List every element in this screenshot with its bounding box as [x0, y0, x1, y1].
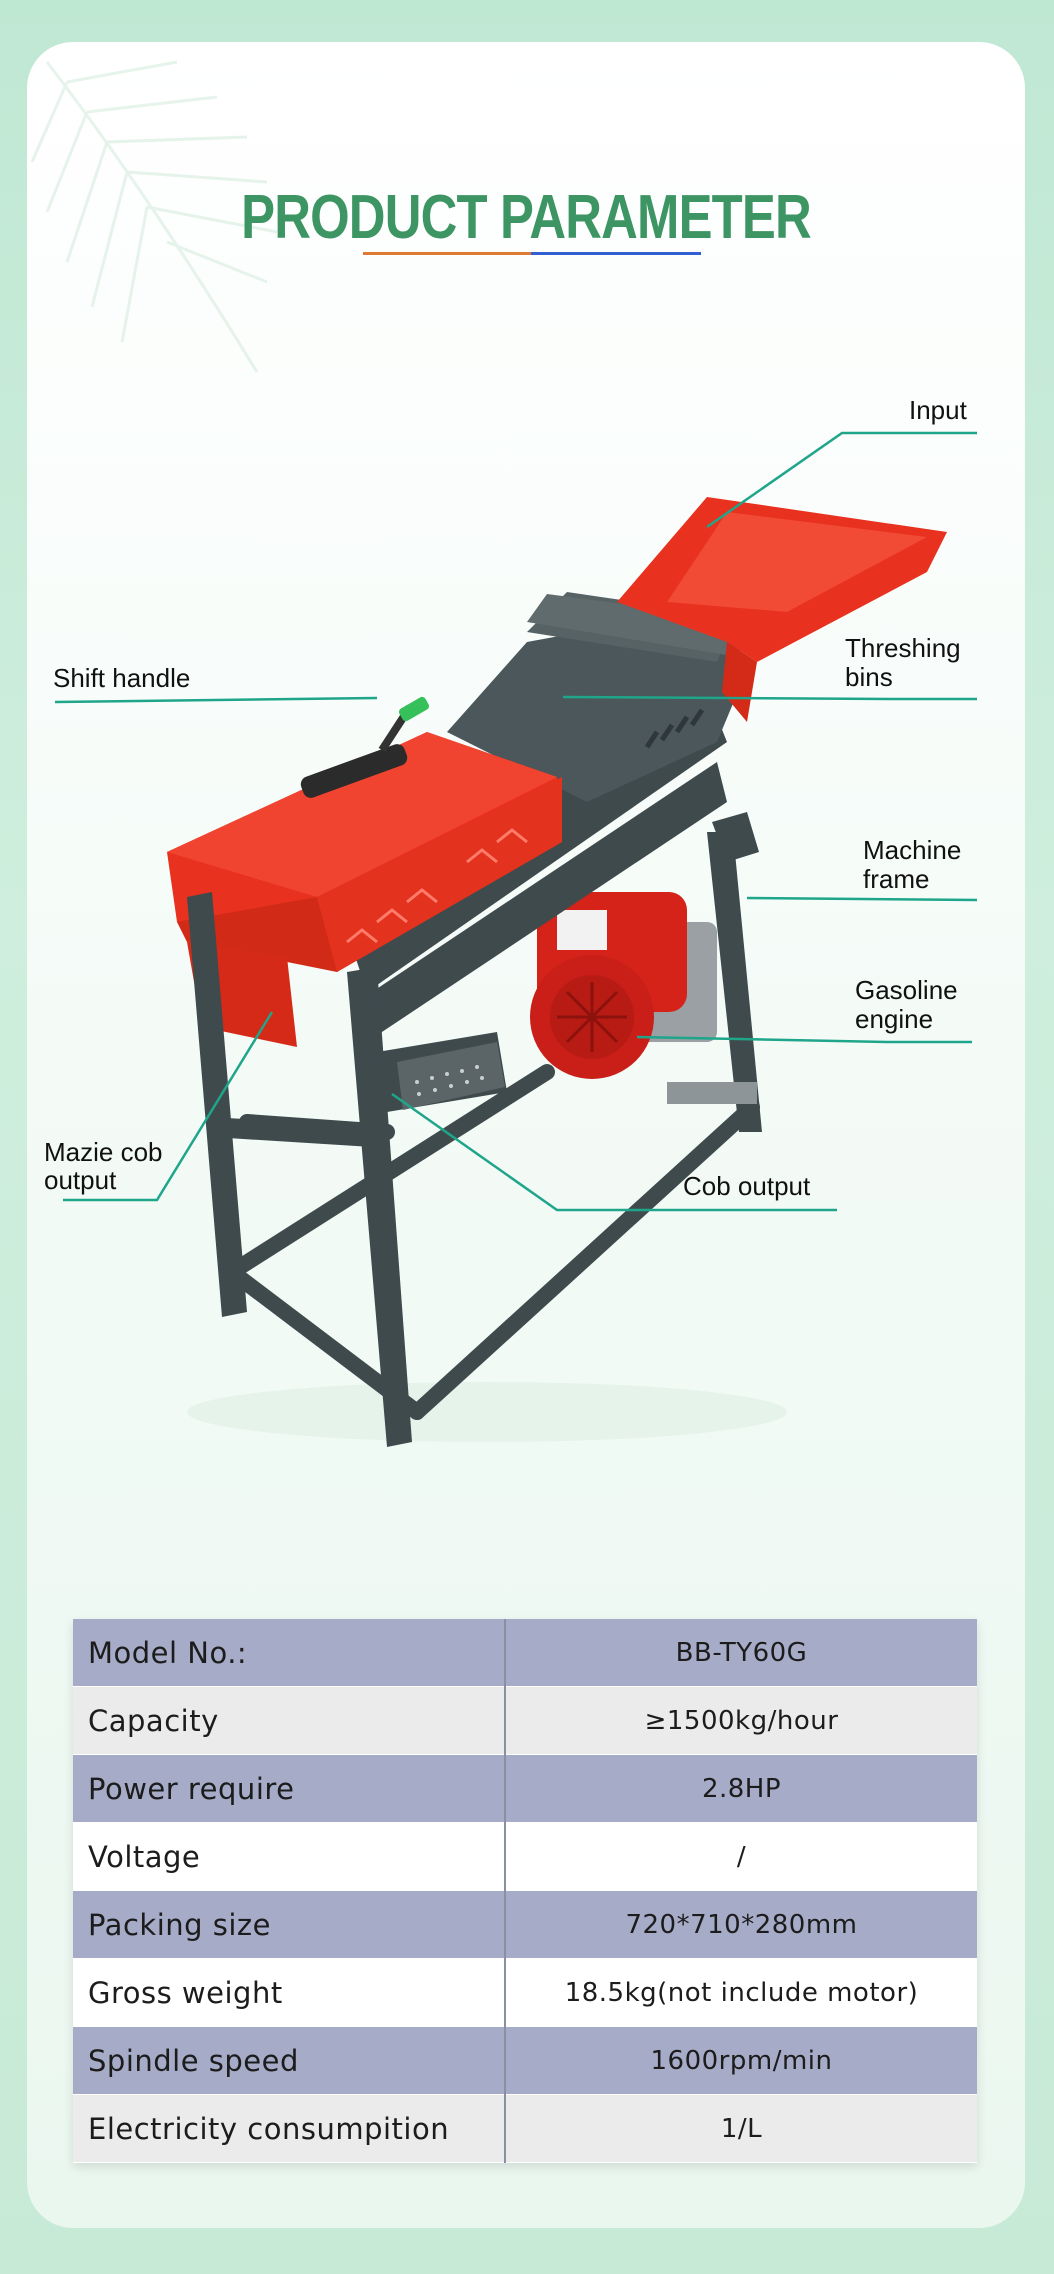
mazie-cob-output-leader — [63, 1011, 274, 1202]
label-gasoline-engine-line2: engine — [855, 1004, 934, 1034]
table-row: Capacity ≥1500kg/hour — [73, 1686, 977, 1755]
title-underline-orange — [363, 252, 531, 255]
param-label: Voltage — [73, 1822, 506, 1891]
param-value: BB-TY60G — [505, 1619, 977, 1687]
corn-thresher-illustration — [54, 431, 978, 1447]
label-mazie-cob-output-line1: Mazie cob — [44, 1137, 163, 1167]
threshing-bins-leader — [562, 695, 977, 701]
machine-frame-leader — [746, 896, 978, 902]
shift-handle-leader — [54, 696, 378, 704]
label-input: Input — [909, 395, 967, 425]
cob-output-leader — [391, 1092, 837, 1212]
param-label: Spindle speed — [73, 2026, 506, 2095]
label-threshing-bins-line2: bins — [845, 662, 893, 692]
param-label: Gross weight — [73, 1958, 506, 2027]
table-row: Gross weight 18.5kg(not include motor) — [73, 1958, 977, 2027]
red-cover-shape — [167, 696, 562, 1047]
table-row: Packing size 720*710*280mm — [73, 1890, 977, 1959]
param-value: 2.8HP — [505, 1754, 977, 1823]
param-label: Capacity — [73, 1686, 506, 1755]
input-leader — [706, 431, 977, 529]
page-title: PRODUCT PARAMETER — [241, 183, 812, 252]
param-label: Packing size — [73, 1890, 506, 1959]
param-value: ≥1500kg/hour — [505, 1686, 977, 1755]
palm-leaf-decoration — [30, 60, 278, 373]
param-value: 18.5kg(not include motor) — [505, 1958, 977, 2027]
param-value: 720*710*280mm — [505, 1890, 977, 1959]
param-label: Model No.: — [73, 1619, 506, 1687]
gasoline-engine-shape — [530, 892, 757, 1104]
table-row: Power require 2.8HP — [73, 1754, 977, 1823]
content-card: PRODUCT PARAMETER — [27, 42, 1025, 2228]
param-value: 1600rpm/min — [505, 2026, 977, 2095]
label-threshing-bins-line1: Threshing — [845, 633, 961, 663]
table-row: Voltage / — [73, 1822, 977, 1891]
table-row: Spindle speed 1600rpm/min — [73, 2026, 977, 2095]
param-value: / — [505, 1822, 977, 1891]
label-machine-frame-line2: frame — [863, 864, 930, 894]
param-label: Power require — [73, 1754, 506, 1823]
table-row: Electricity consumpition 1/L — [73, 2094, 977, 2163]
gasoline-engine-leader — [636, 1035, 972, 1044]
parameter-table: Model No.: BB-TY60G Capacity ≥1500kg/hou… — [73, 1619, 977, 2163]
label-machine-frame-line1: Machine — [863, 835, 962, 865]
label-shift-handle: Shift handle — [53, 663, 191, 693]
title-underline-blue — [531, 252, 701, 255]
label-cob-output: Cob output — [683, 1171, 811, 1201]
table-row: Model No.: BB-TY60G — [73, 1619, 977, 1687]
label-mazie-cob-output-line2: output — [44, 1165, 117, 1195]
param-value: 1/L — [505, 2094, 977, 2163]
label-gasoline-engine-line1: Gasoline — [855, 975, 958, 1005]
param-label: Electricity consumpition — [73, 2094, 506, 2163]
